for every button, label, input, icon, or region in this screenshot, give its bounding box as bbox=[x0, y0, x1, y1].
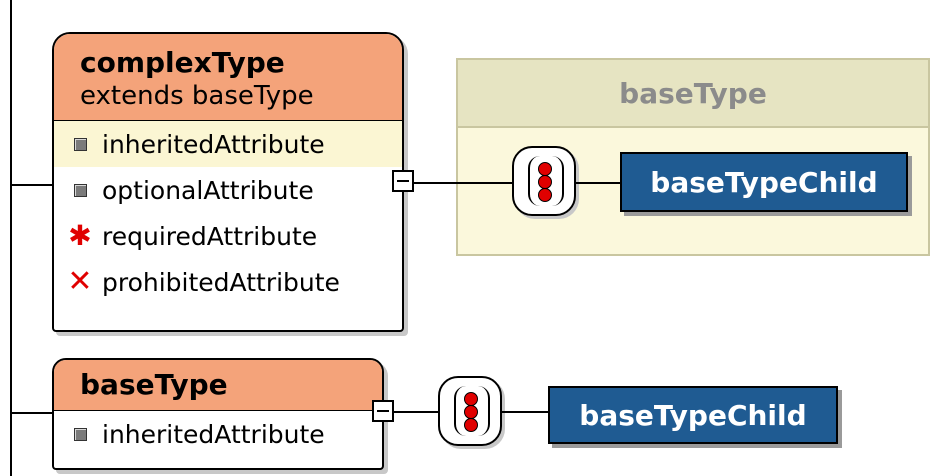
attribute-row-inherited[interactable]: inheritedAttribute bbox=[54, 121, 402, 167]
base-type-box[interactable]: baseType inheritedAttribute bbox=[52, 358, 384, 470]
attribute-row-prohibited[interactable]: ✕ prohibitedAttribute bbox=[54, 259, 402, 305]
sequence-compositor-icon[interactable] bbox=[512, 146, 576, 216]
base-type-title: baseType bbox=[80, 368, 228, 401]
complex-type-header: complexType extends baseType bbox=[54, 34, 402, 121]
required-asterisk-icon: ✱ bbox=[68, 219, 92, 252]
attribute-label: optionalAttribute bbox=[102, 175, 314, 205]
base-type-header: baseType bbox=[54, 360, 382, 411]
attribute-label: inheritedAttribute bbox=[102, 419, 325, 449]
attribute-square-icon bbox=[64, 137, 96, 151]
connector-base-to-sequence bbox=[394, 411, 440, 413]
base-type-panel-title: baseType bbox=[458, 60, 928, 128]
attribute-label: prohibitedAttribute bbox=[102, 267, 340, 297]
connector-sequence-to-element bbox=[502, 411, 552, 413]
complex-type-box[interactable]: complexType extends baseType inheritedAt… bbox=[52, 32, 404, 332]
sequence-compositor-icon[interactable] bbox=[438, 376, 502, 446]
connector-sequence-to-element bbox=[576, 182, 622, 184]
element-base-type-child[interactable]: baseTypeChild bbox=[548, 386, 838, 444]
attribute-row-optional[interactable]: optionalAttribute bbox=[54, 167, 402, 213]
prohibited-x-icon: ✕ bbox=[67, 264, 93, 299]
attribute-square-icon bbox=[64, 183, 96, 197]
attribute-label: requiredAttribute bbox=[102, 221, 318, 251]
complex-type-subtitle: extends baseType bbox=[80, 81, 314, 111]
connector-complex-to-sequence bbox=[414, 182, 514, 184]
element-base-type-child[interactable]: baseTypeChild bbox=[620, 152, 908, 212]
connector-base-type bbox=[10, 412, 54, 414]
collapse-toggle-icon[interactable] bbox=[392, 170, 414, 192]
connector-complex-type bbox=[10, 184, 54, 186]
collapse-toggle-icon[interactable] bbox=[372, 400, 394, 422]
attribute-row-required[interactable]: ✱ requiredAttribute bbox=[54, 213, 402, 259]
complex-type-title: complexType bbox=[80, 46, 285, 79]
attribute-square-icon bbox=[64, 427, 96, 441]
tree-vertical-line bbox=[10, 0, 12, 476]
attribute-label: inheritedAttribute bbox=[102, 129, 325, 159]
attribute-row-inherited[interactable]: inheritedAttribute bbox=[54, 411, 382, 457]
